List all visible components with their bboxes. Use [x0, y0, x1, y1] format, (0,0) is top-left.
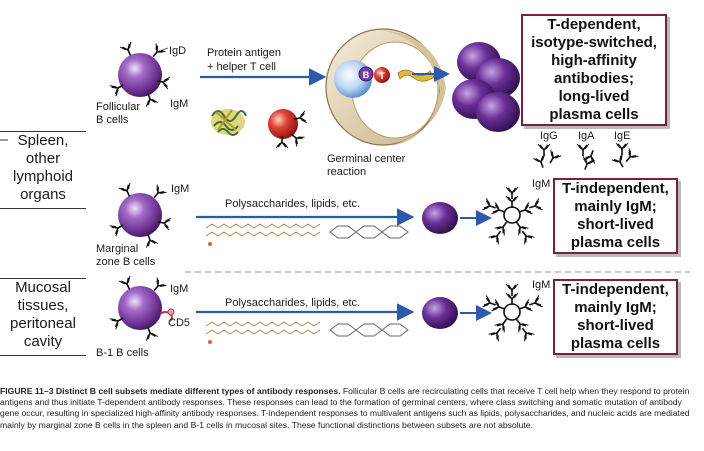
- b1-b-cell: [109, 275, 168, 342]
- t-dependent-result-box: T-dependent, isotype-switched, high-affi…: [521, 14, 667, 126]
- igm-label-b1: IgM: [170, 283, 188, 295]
- b1-cell-label: B-1 B cells: [96, 347, 149, 359]
- b1-plasma-cell: [422, 297, 458, 329]
- marginal-result-box: T-independent, mainly IgM; short-lived p…: [553, 178, 678, 254]
- polysaccharides-label-marginal: Polysaccharides, lipids, etc.: [225, 198, 360, 210]
- polysaccharide-structure-b1: [329, 323, 409, 337]
- germinal-center-label: Germinal center reaction: [327, 153, 408, 178]
- spleen-row-label: Spleen, other lymphoid organs: [0, 131, 86, 209]
- follicular-b-cell: [109, 41, 171, 108]
- caption-text: Follicular B cells are recirculating cel…: [0, 386, 690, 430]
- ige-antibodies-icon: [611, 142, 640, 171]
- mucosal-row-label: Mucosal tissues, peritoneal cavity: [0, 278, 86, 356]
- marginal-zone-b-cell: [109, 182, 172, 249]
- germinal-t-cell: [374, 67, 390, 83]
- igg-label: IgG: [540, 130, 558, 142]
- cd5-label: CD5: [168, 317, 190, 329]
- igd-label: IgD: [169, 45, 186, 57]
- ige-label: IgE: [614, 130, 631, 142]
- protein-antigen-label: Protein antigen + helper T cell: [207, 47, 284, 73]
- igm-label-follicular: IgM: [170, 98, 188, 110]
- figure-diagram: IgD IgM Follicular B cells Protein antig…: [0, 28, 690, 359]
- lipid-structure-marginal: [205, 223, 321, 246]
- protein-antigen: [211, 109, 247, 136]
- igm-label-marginal: IgM: [171, 183, 189, 195]
- figure-caption: FIGURE 11–3 Distinct B cell subsets medi…: [0, 386, 700, 431]
- follicular-cell-label: Follicular B cells: [96, 101, 143, 126]
- b-letter: B: [363, 70, 370, 80]
- igm-product-label-b1: IgM: [532, 279, 550, 291]
- plasma-cells-group: [452, 42, 520, 132]
- lipid-structure-b1: [205, 321, 321, 344]
- polysaccharide-structure-marginal: [329, 225, 409, 239]
- b-nucleus: [358, 66, 374, 82]
- helper-t-cell: [268, 109, 308, 149]
- marginal-cell-label: Marginal zone B cells: [96, 243, 156, 268]
- igm-pentamer-b1-icon: [481, 283, 544, 343]
- igm-product-label-marginal: IgM: [532, 178, 550, 190]
- b1-result-box: T-independent, mainly IgM; short-lived p…: [553, 279, 678, 355]
- marginal-plasma-cell: [422, 202, 458, 234]
- caption-title: FIGURE 11–3 Distinct B cell subsets medi…: [0, 386, 341, 396]
- igg-antibodies-icon: [532, 143, 562, 171]
- germinal-center: [325, 28, 446, 146]
- polysaccharides-label-b1: Polysaccharides, lipids, etc.: [225, 297, 360, 309]
- igm-pentamer-marginal-icon: [481, 186, 544, 246]
- iga-label: IgA: [578, 130, 595, 142]
- iga-antibodies-icon: [576, 143, 600, 173]
- t-letter: T: [379, 71, 385, 81]
